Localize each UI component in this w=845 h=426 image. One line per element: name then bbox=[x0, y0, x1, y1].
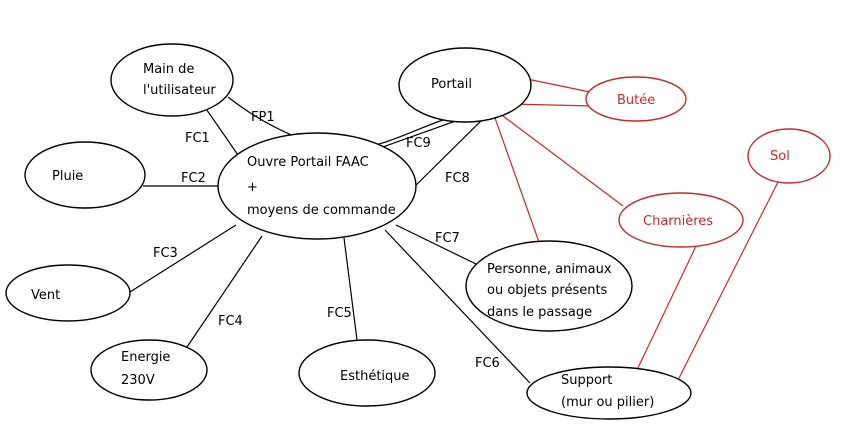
node-energie-line-2: 230V bbox=[121, 373, 155, 388]
node-main-utilisateur: Main de l'utilisateur bbox=[110, 43, 234, 117]
node-butee-label: Butée bbox=[617, 93, 655, 108]
node-center-line-3: moyens de commande bbox=[247, 203, 396, 218]
edge-portail-butee bbox=[526, 78, 591, 93]
label-fc5: FC5 bbox=[327, 306, 352, 321]
node-personne-line-1: Personne, animaux bbox=[487, 262, 612, 277]
node-vent: Vent bbox=[5, 264, 131, 322]
node-sol: Sol bbox=[747, 128, 831, 184]
node-center-line-2: + bbox=[247, 180, 258, 195]
node-main-line-1: Main de bbox=[143, 62, 194, 77]
node-personne-line-2: ou objets présents bbox=[487, 283, 608, 298]
edge-portail-butee-2 bbox=[509, 103, 595, 107]
node-portail: Portail bbox=[398, 47, 532, 123]
node-butee-ellipse bbox=[585, 76, 687, 122]
node-esthetique-ellipse bbox=[298, 339, 436, 407]
node-vent-ellipse bbox=[5, 264, 131, 322]
node-portail-label: Portail bbox=[431, 77, 472, 92]
node-support: Support (mur ou pilier) bbox=[526, 366, 692, 420]
edge-charnieres-support bbox=[635, 243, 698, 373]
node-esthetique: Esthétique bbox=[298, 339, 436, 407]
node-energie-ellipse bbox=[90, 339, 208, 401]
label-fc3: FC3 bbox=[153, 246, 178, 261]
label-fp1: FP1 bbox=[251, 110, 275, 125]
edge-fc5-to-esthetique bbox=[343, 237, 358, 341]
node-center-ellipse bbox=[217, 132, 417, 240]
function-labels: FP1 FC1 FC2 FC3 FC4 FC5 FC6 FC7 FC8 FC9 bbox=[153, 110, 500, 371]
label-fc8: FC8 bbox=[445, 171, 470, 186]
label-fc6: FC6 bbox=[475, 356, 500, 371]
node-support-ellipse bbox=[526, 366, 692, 420]
node-center-line-1: Ouvre Portail FAAC bbox=[247, 155, 369, 170]
edge-fc8-to-portail bbox=[404, 111, 491, 197]
node-energie: Energie 230V bbox=[90, 339, 208, 401]
edge-fc3-to-vent bbox=[129, 224, 237, 293]
node-pluie-label: Pluie bbox=[52, 169, 83, 184]
node-personne-ellipse bbox=[465, 240, 633, 332]
node-pluie-ellipse bbox=[24, 141, 146, 209]
edge-fc7-to-personne bbox=[395, 224, 479, 266]
label-fc1: FC1 bbox=[185, 131, 210, 146]
node-esthetique-label: Esthétique bbox=[340, 369, 410, 384]
node-charnieres: Charnières bbox=[618, 192, 744, 248]
node-personne: Personne, animaux ou objets présents dan… bbox=[465, 240, 633, 332]
node-main-ellipse bbox=[110, 43, 234, 117]
node-main-line-2: l'utilisateur bbox=[143, 83, 216, 98]
node-portail-ellipse bbox=[398, 47, 532, 123]
edge-portail-personne bbox=[494, 117, 541, 246]
node-pluie: Pluie bbox=[24, 141, 146, 209]
label-fc2: FC2 bbox=[181, 171, 206, 186]
node-sol-ellipse bbox=[747, 128, 831, 184]
label-fc9: FC9 bbox=[406, 136, 431, 151]
node-butee: Butée bbox=[585, 76, 687, 122]
node-charnieres-label: Charnières bbox=[643, 214, 713, 229]
node-sol-label: Sol bbox=[770, 149, 790, 164]
node-personne-line-3: dans le passage bbox=[487, 305, 592, 320]
node-support-line-2: (mur ou pilier) bbox=[561, 395, 654, 410]
edge-portail-charnieres bbox=[502, 115, 624, 207]
edge-fc4-to-energie bbox=[184, 235, 263, 351]
node-vent-label: Vent bbox=[31, 288, 60, 303]
label-fc7: FC7 bbox=[435, 231, 460, 246]
node-charnieres-ellipse bbox=[618, 192, 744, 248]
node-support-line-1: Support bbox=[561, 373, 612, 388]
edge-sol-support bbox=[676, 181, 779, 383]
node-ouvre-portail: Ouvre Portail FAAC + moyens de commande bbox=[217, 132, 417, 240]
edge-fc6-to-support bbox=[384, 229, 531, 384]
label-fc4: FC4 bbox=[218, 314, 243, 329]
node-energie-line-1: Energie bbox=[121, 350, 170, 365]
red-connectors bbox=[494, 78, 779, 383]
